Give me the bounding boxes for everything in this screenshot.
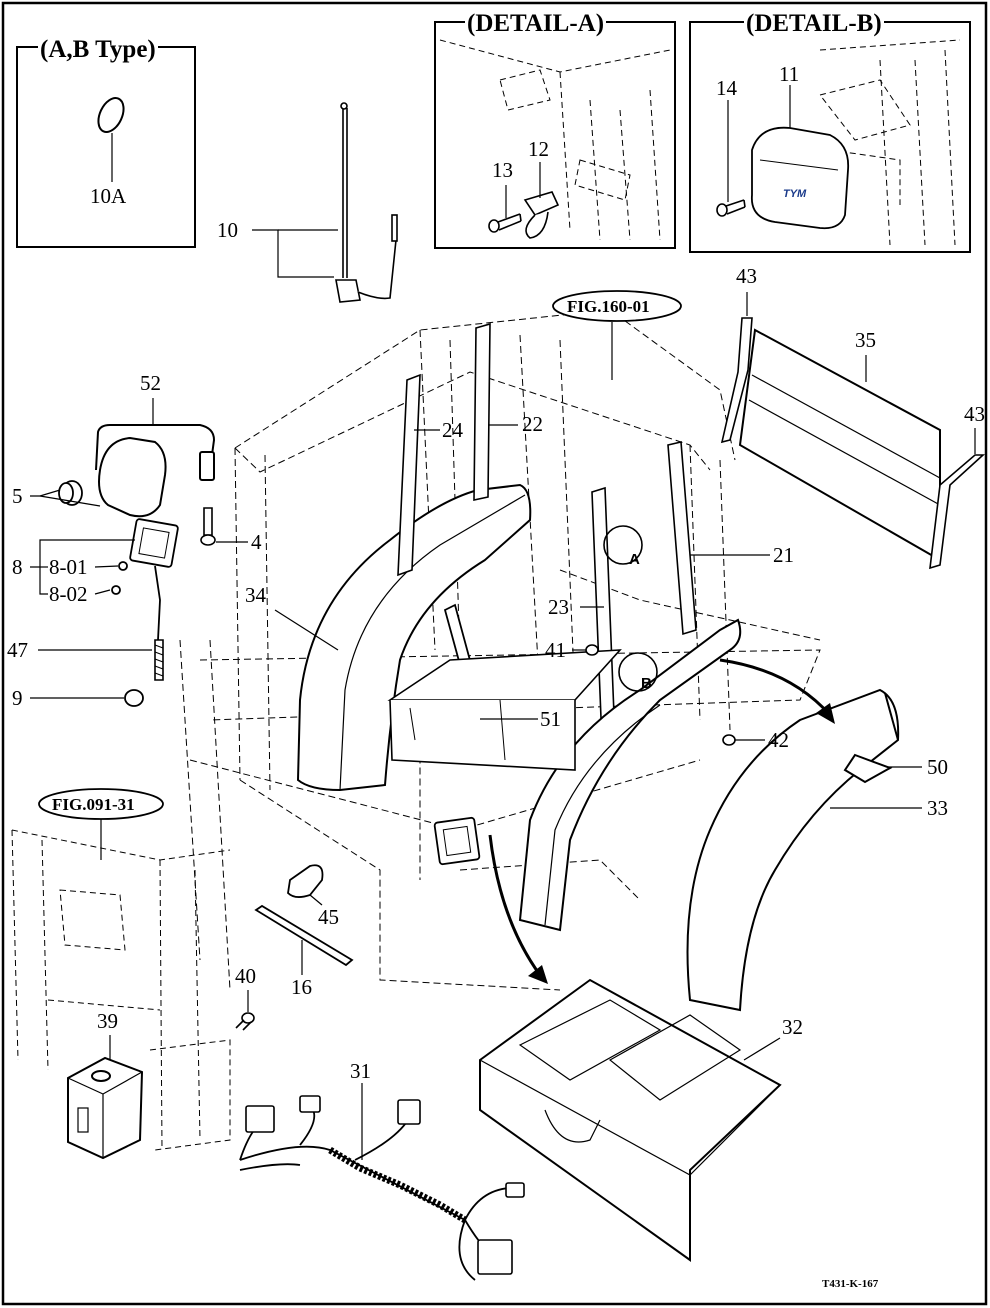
callout-8: 8 xyxy=(12,555,23,579)
leader-5 xyxy=(30,489,101,507)
ab-type-box xyxy=(16,46,196,248)
leader-34 xyxy=(274,609,339,651)
strip-43-right xyxy=(929,454,986,570)
cap-41 xyxy=(585,644,599,656)
arrow-to-32 xyxy=(488,834,542,976)
detail-b-marker: B xyxy=(641,675,652,692)
post-24 xyxy=(397,373,421,577)
mirror-52 xyxy=(95,424,216,518)
callout-51: 51 xyxy=(540,707,561,731)
callout-24: 24 xyxy=(442,418,463,442)
callout-33: 33 xyxy=(927,796,948,820)
tank-39 xyxy=(67,1056,144,1160)
lamp-lower xyxy=(433,816,481,866)
detail-b-circle xyxy=(618,652,658,692)
rear-frame xyxy=(11,829,231,1151)
screw-13 xyxy=(488,213,522,233)
console-box xyxy=(387,649,622,771)
lamp-8 xyxy=(111,518,179,641)
post-21 xyxy=(667,441,697,636)
callout-41: 41 xyxy=(545,638,566,662)
callout-12: 12 xyxy=(528,137,549,161)
detail-a-title: (DETAIL-A) xyxy=(465,10,607,37)
ab-type-title: (A,B Type) xyxy=(38,36,158,63)
post-23 xyxy=(591,486,615,719)
callout-45: 45 xyxy=(318,905,339,929)
callout-42: 42 xyxy=(768,728,789,752)
callout-4: 4 xyxy=(251,530,262,554)
callout-14: 14 xyxy=(716,76,737,100)
callout-9: 9 xyxy=(12,686,23,710)
callout-23: 23 xyxy=(548,595,569,619)
callout-35: 35 xyxy=(855,328,876,352)
pad-45 xyxy=(287,864,324,898)
detail-a-circle xyxy=(603,525,643,565)
o-ring-10a xyxy=(97,97,125,133)
drawing-number: T431-K-167 xyxy=(822,1278,879,1290)
leader-45 xyxy=(309,894,323,906)
callout-21: 21 xyxy=(773,543,794,567)
detail-b-frame xyxy=(819,39,961,246)
post-22 xyxy=(473,322,491,501)
fig-160-oval xyxy=(552,290,682,322)
arrowhead-33 xyxy=(816,703,835,724)
floor-plate-32 xyxy=(479,978,782,1262)
detail-b-title: (DETAIL-B) xyxy=(744,10,884,37)
callout-52: 52 xyxy=(140,371,161,395)
cap-42 xyxy=(722,734,736,746)
strip-16 xyxy=(254,904,354,967)
callout-34: 34 xyxy=(245,583,266,607)
callout-43-right: 43 xyxy=(964,402,985,426)
harness-connectors xyxy=(245,1095,525,1275)
detail-a-marker: A xyxy=(629,551,640,568)
leader-8 xyxy=(30,539,135,595)
bolt-40 xyxy=(235,1012,255,1031)
callout-47: 47 xyxy=(7,638,28,662)
callout-13: 13 xyxy=(492,158,513,182)
cover-11 xyxy=(751,126,850,230)
callout-31: 31 xyxy=(350,1059,371,1083)
panel-35 xyxy=(738,328,941,562)
callout-10a: 10A xyxy=(90,184,127,208)
antenna-10 xyxy=(335,102,398,303)
harness-31 xyxy=(239,1107,511,1281)
callout-32: 32 xyxy=(782,1015,803,1039)
arrow-to-33 xyxy=(719,658,832,716)
callout-39: 39 xyxy=(97,1009,118,1033)
grommet-9 xyxy=(124,689,144,707)
bolt-4 xyxy=(200,507,216,546)
detail-a-frame xyxy=(439,39,671,241)
callout-22: 22 xyxy=(522,412,543,436)
leader-32 xyxy=(743,1037,781,1061)
spring-47 xyxy=(154,639,164,681)
fender-34 xyxy=(296,483,532,792)
callout-50: 50 xyxy=(927,755,948,779)
bracket-12 xyxy=(523,191,560,239)
knob-5 xyxy=(58,480,83,506)
fig-160-ref[interactable]: FIG.160-01 xyxy=(567,297,650,316)
callout-43-top: 43 xyxy=(736,264,757,288)
leader-10 xyxy=(252,229,338,278)
callout-8-02: 8-02 xyxy=(49,582,88,606)
callout-16: 16 xyxy=(291,975,312,999)
fender-33 xyxy=(686,688,900,1012)
callout-10: 10 xyxy=(217,218,238,242)
callout-40: 40 xyxy=(235,964,256,988)
bolt-14 xyxy=(716,199,746,217)
tym-logo: TYM xyxy=(783,188,807,200)
strip-43-left xyxy=(720,317,753,444)
fig-091-ref[interactable]: FIG.091-31 xyxy=(52,795,135,814)
callout-11: 11 xyxy=(779,62,800,86)
callout-5: 5 xyxy=(12,484,23,508)
callout-8-01: 8-01 xyxy=(49,555,88,579)
arrowhead-32 xyxy=(528,965,548,984)
